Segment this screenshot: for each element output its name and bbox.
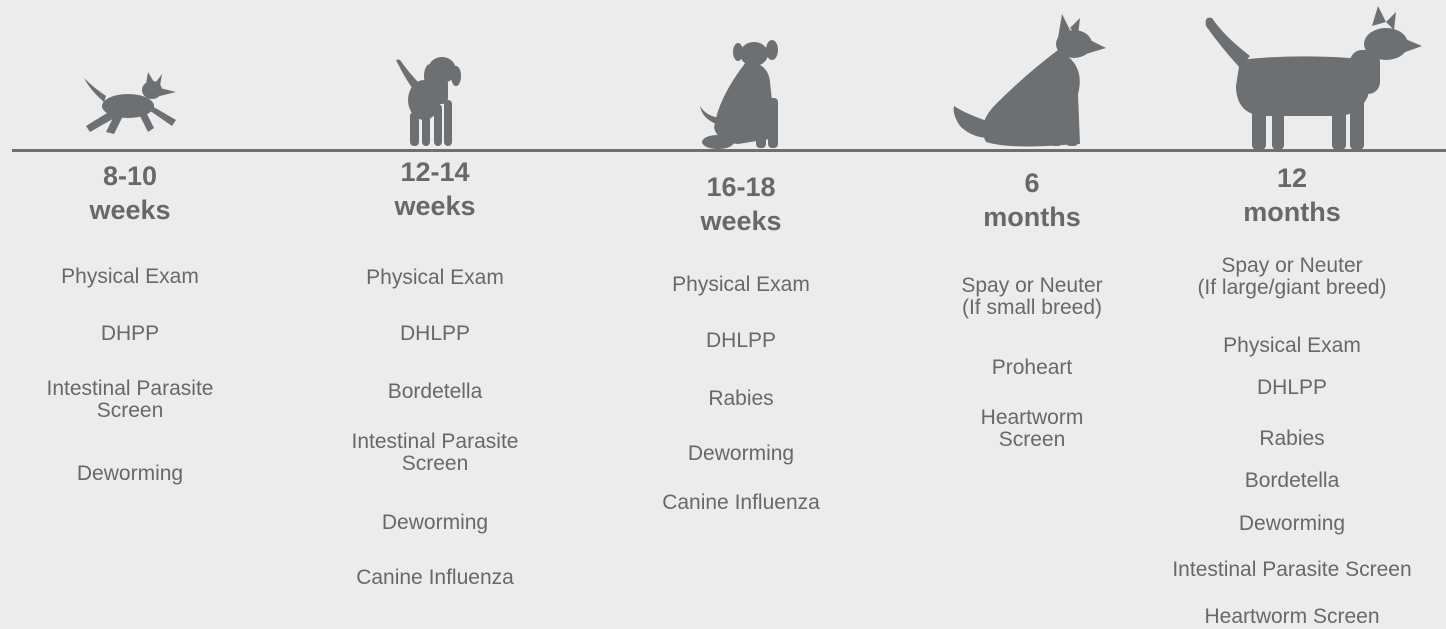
running-puppy-icon — [76, 70, 184, 140]
schedule-item: DHPP — [100, 322, 160, 345]
schedule-item: Canine Influenza — [356, 566, 514, 589]
schedule-item: Canine Influenza — [662, 491, 820, 514]
age-value: 16-18 — [706, 172, 776, 202]
timeline-column-8-10-weeks: 8-10 weeks Physical Exam DHPP Intestinal… — [30, 159, 230, 629]
schedule-item: Physical Exam — [366, 266, 504, 289]
schedule-item: Bordetella — [387, 380, 483, 403]
schedule-item: Deworming — [1238, 512, 1346, 535]
timeline-column-12-14-weeks: 12-14 weeks Physical Exam DHLPP Bordetel… — [330, 155, 540, 629]
schedule-item: Deworming — [687, 442, 795, 465]
schedule-item: Heartworm Screen — [1204, 605, 1380, 628]
age-value: 12 — [1276, 163, 1308, 193]
schedule-item: Deworming — [76, 462, 184, 485]
schedule-item: Proheart — [991, 356, 1073, 379]
timeline-column-6-months: 6 months Spay or Neuter(If small breed) … — [922, 166, 1142, 629]
age-value: 12-14 — [400, 157, 470, 187]
timeline-column-16-18-weeks: 16-18 weeks Physical Exam DHLPP Rabies D… — [630, 170, 852, 629]
schedule-item: DHLPP — [1256, 376, 1328, 399]
age-unit: months — [983, 202, 1081, 232]
age-value: 8-10 — [102, 161, 158, 191]
standing-adult-dog-icon — [1200, 6, 1424, 152]
age-unit: weeks — [700, 206, 782, 236]
timeline-column-12-months: 12 months Spay or Neuter(If large/giant … — [1150, 161, 1434, 629]
schedule-item: Rabies — [1259, 427, 1325, 450]
schedule-item: DHLPP — [399, 322, 471, 345]
schedule-item: Physical Exam — [61, 265, 199, 288]
schedule-item: Spay or Neuter(If small breed) — [961, 274, 1103, 319]
schedule-item: Bordetella — [1244, 469, 1340, 492]
schedule-item: Physical Exam — [1223, 334, 1361, 357]
sitting-puppy-icon — [698, 38, 800, 150]
schedule-item: Deworming — [381, 511, 489, 534]
timeline-line — [12, 149, 1446, 152]
age-unit: weeks — [394, 191, 476, 221]
schedule-item: Physical Exam — [672, 273, 810, 296]
standing-puppy-icon — [390, 54, 470, 148]
schedule-item: DHLPP — [705, 329, 777, 352]
schedule-item: Rabies — [708, 387, 774, 410]
schedule-item: Spay or Neuter(If large/giant breed) — [1197, 254, 1387, 299]
age-unit: weeks — [89, 195, 171, 225]
age-value: 6 — [1024, 168, 1040, 198]
sitting-dog-icon — [946, 14, 1108, 148]
schedule-item: Intestinal Parasite Screen — [1172, 558, 1412, 581]
age-unit: months — [1243, 197, 1341, 227]
